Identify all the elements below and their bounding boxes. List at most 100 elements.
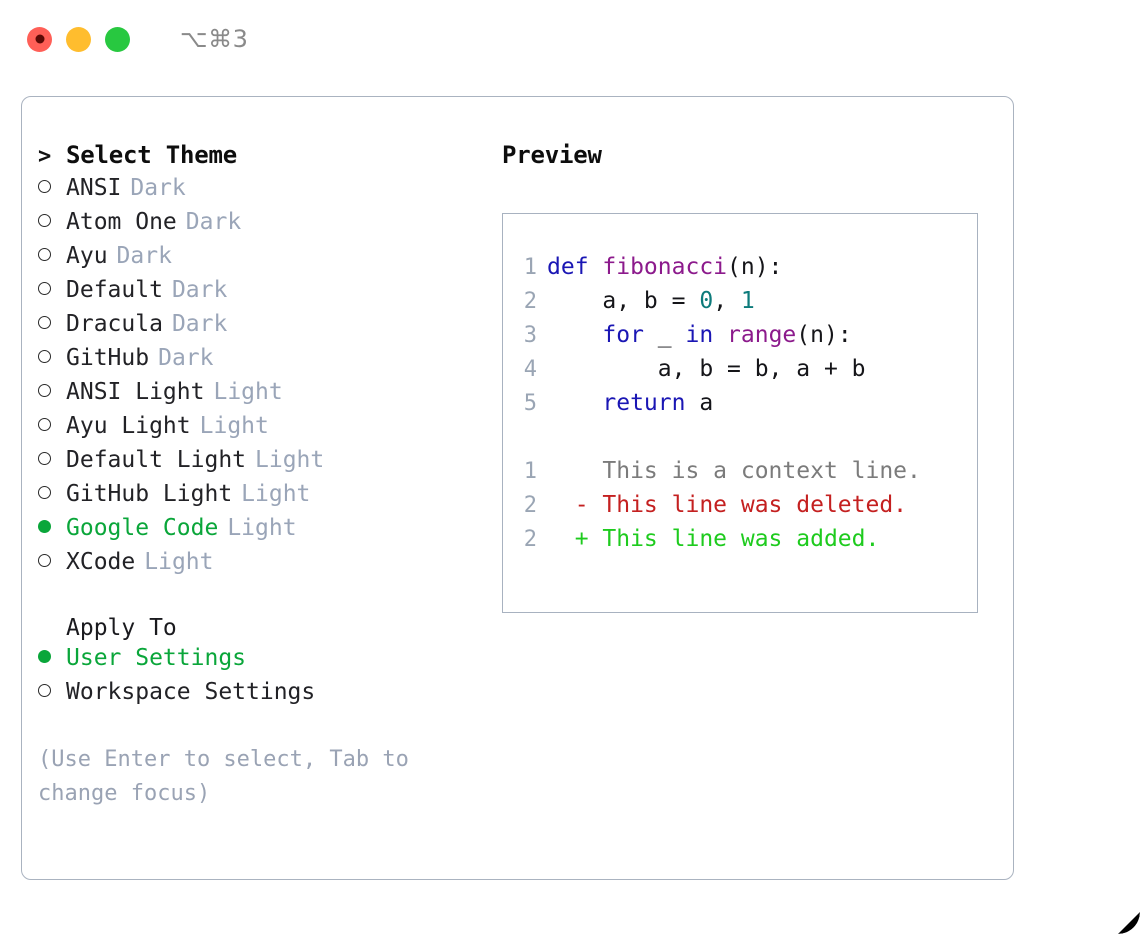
apply-to-option[interactable]: Workspace Settings bbox=[38, 679, 478, 713]
radio-unselected-icon[interactable] bbox=[38, 280, 66, 302]
theme-variant-badge: Dark bbox=[185, 209, 242, 235]
radio-dot bbox=[38, 520, 51, 533]
code-token bbox=[547, 390, 602, 416]
theme-list-item[interactable]: Google Code Light bbox=[38, 515, 478, 549]
code-token: a, b = bbox=[547, 288, 700, 314]
theme-variant-badge: Light bbox=[241, 481, 311, 507]
radio-unselected-icon[interactable] bbox=[38, 348, 66, 370]
code-line-content: a, b = 0, 1 bbox=[547, 288, 754, 314]
radio-unselected-icon[interactable] bbox=[38, 682, 66, 704]
keyboard-shortcut-label: ⌥⌘3 bbox=[180, 25, 249, 53]
radio-unselected-icon[interactable] bbox=[38, 484, 66, 506]
preview-box: 1 def fibonacci(n): 2 a, b = 0, 1 3 for _ i… bbox=[502, 213, 978, 613]
code-token: in bbox=[685, 322, 714, 348]
theme-name-label: Google Code bbox=[66, 515, 219, 541]
theme-name-label: Ayu bbox=[66, 243, 108, 269]
radio-unselected-icon[interactable] bbox=[38, 416, 66, 438]
diff-line-content: This is a context line. bbox=[547, 458, 921, 484]
code-line: 5 return a bbox=[503, 390, 977, 424]
radio-dot bbox=[38, 214, 51, 227]
theme-name-label: ANSI bbox=[66, 175, 122, 201]
theme-variant-badge: Light bbox=[213, 379, 283, 405]
radio-unselected-icon[interactable] bbox=[38, 246, 66, 268]
apply-to-option-label: Workspace Settings bbox=[66, 679, 316, 705]
diff-line-content: - This line was deleted. bbox=[547, 492, 908, 518]
radio-dot bbox=[38, 650, 51, 663]
code-token: def bbox=[547, 254, 603, 280]
theme-variant-badge: Light bbox=[144, 549, 214, 575]
radio-dot bbox=[38, 282, 51, 295]
code-token: return bbox=[602, 390, 686, 416]
line-number: 2 bbox=[523, 493, 537, 518]
code-token: 0 bbox=[699, 288, 714, 314]
select-theme-heading-row: > Select Theme bbox=[38, 141, 478, 175]
theme-name-label: GitHub bbox=[66, 345, 150, 371]
radio-dot bbox=[38, 684, 51, 697]
maximize-button[interactable] bbox=[105, 26, 130, 52]
apply-to-heading: Apply To bbox=[66, 615, 177, 641]
theme-list-item[interactable]: Default Dark bbox=[38, 277, 478, 311]
radio-dot bbox=[38, 316, 51, 329]
code-line-content: def fibonacci(n): bbox=[547, 254, 782, 280]
preview-title: Preview bbox=[502, 141, 602, 169]
theme-list-item[interactable]: GitHub Dark bbox=[38, 345, 478, 379]
minimize-button[interactable] bbox=[66, 26, 91, 52]
radio-unselected-icon[interactable] bbox=[38, 178, 66, 200]
radio-dot bbox=[38, 418, 51, 431]
apply-to-option-label: User Settings bbox=[66, 645, 247, 671]
diff-line: 2 - This line was deleted. bbox=[503, 492, 977, 526]
radio-selected-icon[interactable] bbox=[38, 518, 66, 540]
theme-variant-badge: Light bbox=[227, 515, 297, 541]
keyboard-hint-text: (Use Enter to select, Tab to change focu… bbox=[38, 747, 423, 806]
theme-variant-badge: Dark bbox=[171, 311, 228, 337]
page-title: Select Theme bbox=[66, 141, 237, 169]
radio-dot bbox=[38, 350, 51, 363]
close-button[interactable] bbox=[27, 26, 52, 52]
code-line: 4 a, b = b, a + b bbox=[503, 356, 977, 390]
line-number: 1 bbox=[523, 459, 537, 484]
theme-name-label: GitHub Light bbox=[66, 481, 233, 507]
radio-dot bbox=[38, 486, 51, 499]
code-token bbox=[547, 322, 602, 348]
title-bar: ⌥⌘3 bbox=[0, 0, 1140, 78]
code-line-content: a, b = b, a + b bbox=[547, 356, 866, 382]
radio-selected-icon[interactable] bbox=[38, 648, 66, 670]
code-token bbox=[713, 322, 727, 348]
radio-unselected-icon[interactable] bbox=[38, 314, 66, 336]
theme-variant-badge: Dark bbox=[158, 345, 214, 371]
theme-variant-badge: Dark bbox=[171, 277, 228, 303]
radio-dot bbox=[38, 384, 51, 397]
radio-unselected-icon[interactable] bbox=[38, 450, 66, 472]
diff-line: 2 + This line was added. bbox=[503, 526, 977, 560]
theme-list-item[interactable]: GitHub Light Light bbox=[38, 481, 478, 515]
code-token: for bbox=[602, 322, 644, 348]
line-number: 1 bbox=[523, 255, 537, 280]
radio-unselected-icon[interactable] bbox=[38, 552, 66, 574]
preview-column: Preview 1 def fibonacci(n): 2 a, b = 0, 1 3… bbox=[502, 141, 992, 613]
code-token: (n): bbox=[727, 254, 783, 280]
code-token: , bbox=[713, 288, 741, 314]
apply-to-option[interactable]: User Settings bbox=[38, 645, 478, 679]
theme-name-label: Default bbox=[66, 277, 163, 303]
code-line: 3 for _ in range(n): bbox=[503, 322, 977, 356]
radio-unselected-icon[interactable] bbox=[38, 382, 66, 404]
code-token: (n): bbox=[796, 322, 852, 348]
radio-unselected-icon[interactable] bbox=[38, 212, 66, 234]
window-corner-artifact bbox=[1118, 912, 1140, 934]
line-number: 4 bbox=[523, 357, 537, 382]
